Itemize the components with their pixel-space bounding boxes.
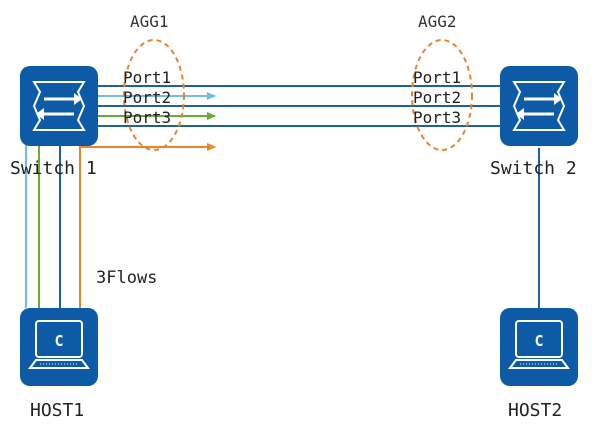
- host1-icon[interactable]: C: [20, 308, 98, 386]
- host1-icon-letter: C: [54, 332, 63, 350]
- host1-label: HOST1: [30, 400, 85, 421]
- switch1-port2-label: Port2: [123, 88, 172, 107]
- switch2-icon[interactable]: [500, 66, 578, 146]
- host2-label: HOST2: [508, 400, 563, 421]
- agg1-ellipse: [123, 39, 185, 151]
- agg2-label: AGG2: [418, 12, 457, 31]
- host2-icon-letter: C: [534, 332, 543, 350]
- switch1-label: Switch 1: [10, 158, 97, 179]
- flows-label: 3Flows: [96, 268, 158, 288]
- switch2-port1-label: Port1: [413, 68, 462, 87]
- switch2-port2-label: Port2: [413, 88, 462, 107]
- host2-icon[interactable]: C: [500, 308, 578, 386]
- flow-orange: [79, 143, 216, 308]
- switch1-port3-label: Port3: [123, 108, 172, 127]
- switch2-label: Switch 2: [490, 158, 577, 179]
- switch1-port1-label: Port1: [123, 68, 172, 87]
- switch1-icon[interactable]: [20, 66, 98, 146]
- agg1-label: AGG1: [130, 12, 169, 31]
- switch2-port3-label: Port3: [413, 108, 462, 127]
- agg2-ellipse: [411, 39, 473, 151]
